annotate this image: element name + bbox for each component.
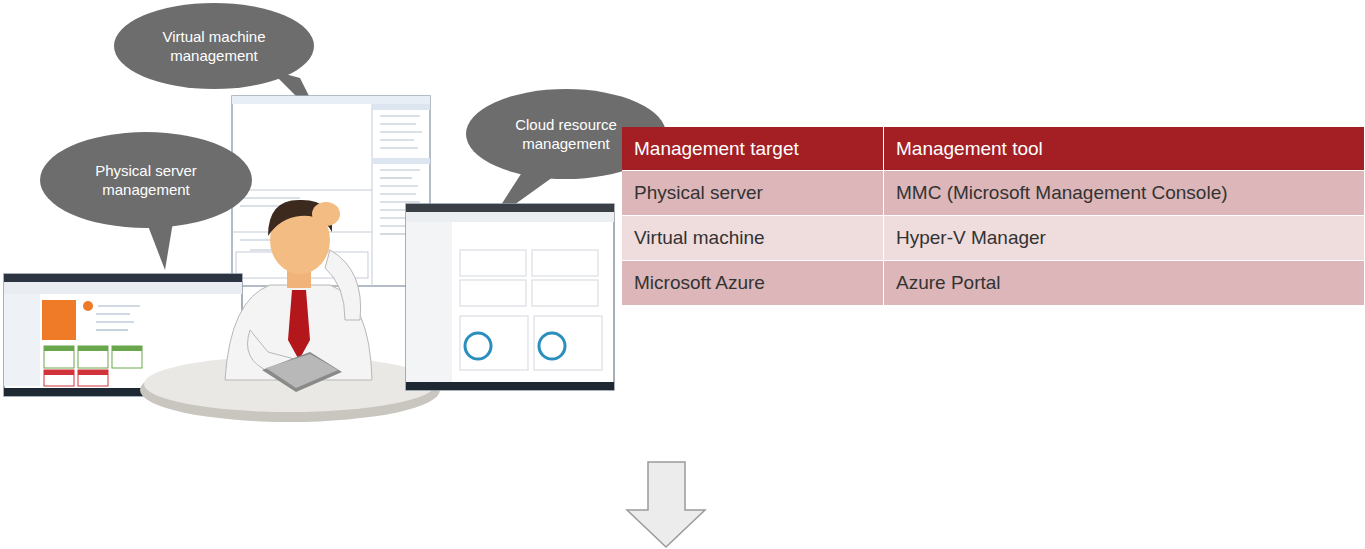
bubble-text: Physical server management	[77, 161, 216, 200]
table-cell: Azure Portal	[884, 261, 1365, 306]
cell-text: Physical server	[634, 182, 763, 204]
azure-portal-window	[406, 204, 614, 390]
bubble-text: Virtual machine management	[149, 27, 280, 66]
speech-bubble: Physical server management	[40, 132, 252, 228]
speech-bubble: Virtual machine management	[114, 3, 314, 89]
cell-text: Virtual machine	[634, 227, 765, 249]
table-cell: MMC (Microsoft Management Console)	[884, 171, 1365, 216]
bubble-text: Cloud resource management	[501, 115, 632, 154]
table-cell: Virtual machine	[622, 216, 884, 261]
table-cell: Hyper-V Manager	[884, 216, 1365, 261]
cell-text: Hyper-V Manager	[896, 227, 1046, 249]
table-header-cell: Management tool	[884, 127, 1365, 171]
table-header-cell: Management target	[622, 127, 884, 171]
table-cell: Microsoft Azure	[622, 261, 884, 306]
cell-text: Azure Portal	[896, 272, 1001, 294]
header-text: Management tool	[896, 138, 1043, 160]
down-arrow	[627, 462, 705, 547]
worried-person	[225, 200, 372, 392]
header-text: Management target	[634, 138, 799, 160]
cell-text: MMC (Microsoft Management Console)	[896, 182, 1228, 204]
table-cell: Physical server	[622, 171, 884, 216]
cell-text: Microsoft Azure	[634, 272, 765, 294]
